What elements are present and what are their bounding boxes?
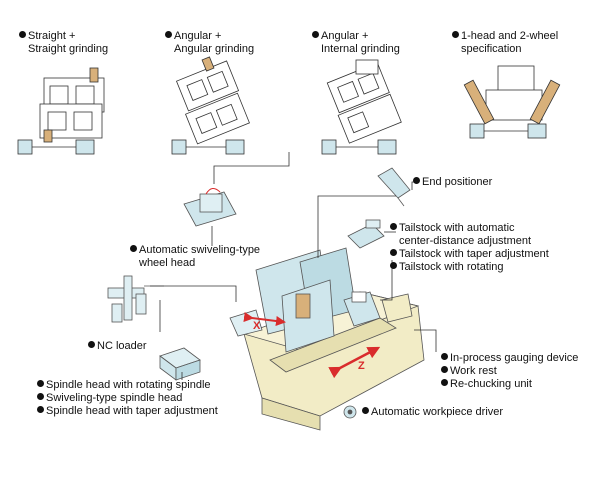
- bullet-icon: [37, 393, 44, 400]
- bullet-icon: [441, 353, 448, 360]
- bullet-icon: [390, 262, 397, 269]
- bullet-icon: [88, 341, 95, 348]
- gauging-unit: [381, 293, 413, 323]
- wheel-head-sketch: [183, 188, 237, 227]
- z-axis-label: Z: [358, 360, 365, 372]
- config-angular-angular-sketch: [171, 56, 250, 155]
- x-axis-label: X: [253, 320, 261, 332]
- bullet-icon: [37, 406, 44, 413]
- bullet-icon: [390, 223, 397, 230]
- end-positioner-sketch: [377, 167, 411, 207]
- config-1head-2wheel-sketch: [463, 65, 561, 139]
- bullet-icon: [19, 31, 26, 38]
- leader-config-to-wheelhead: [213, 152, 290, 184]
- leader-lines: [150, 181, 437, 380]
- bullet-icon: [413, 177, 420, 184]
- bullet-icon: [312, 31, 319, 38]
- label-tailstock-options: Tailstock with automatic center-distance…: [390, 222, 549, 274]
- bullet-icon: [130, 245, 137, 252]
- tailstock-sketch: [347, 219, 385, 249]
- bullet-icon: [362, 407, 369, 414]
- spindle-head-sketch: [159, 347, 201, 381]
- x-axis-arrow: [243, 312, 286, 326]
- label-end-positioner: End positioner: [413, 176, 492, 189]
- config-label-angular-angular: Angular + Angular grinding: [165, 30, 254, 56]
- config-label-angular-internal: Angular + Internal grinding: [312, 30, 400, 56]
- config-label-straight: Straight + Straight grinding: [19, 30, 108, 56]
- config-label-1head-2wheel: 1-head and 2-wheel specification: [452, 30, 558, 56]
- workpiece-driver-sketch: [343, 405, 357, 419]
- config-angular-internal-sketch: [321, 59, 402, 155]
- config-straight-straight-sketch: [17, 67, 105, 155]
- label-nc-loader: NC loader: [88, 340, 147, 353]
- bullet-icon: [441, 379, 448, 386]
- nc-loader-sketch: [107, 275, 164, 323]
- label-wheel-head: Automatic swiveling-type wheel head: [130, 244, 260, 270]
- bullet-icon: [390, 249, 397, 256]
- bullet-icon: [441, 366, 448, 373]
- label-spindle-options: Spindle head with rotating spindle Swive…: [37, 379, 218, 418]
- tailstock-unit: [343, 291, 381, 327]
- label-gauging-options: In-process gauging device Work rest Re-c…: [441, 352, 578, 391]
- z-axis-arrow: [328, 346, 381, 379]
- bullet-icon: [37, 380, 44, 387]
- label-workpiece-driver: Automatic workpiece driver: [362, 406, 503, 419]
- bullet-icon: [165, 31, 172, 38]
- bullet-icon: [452, 31, 459, 38]
